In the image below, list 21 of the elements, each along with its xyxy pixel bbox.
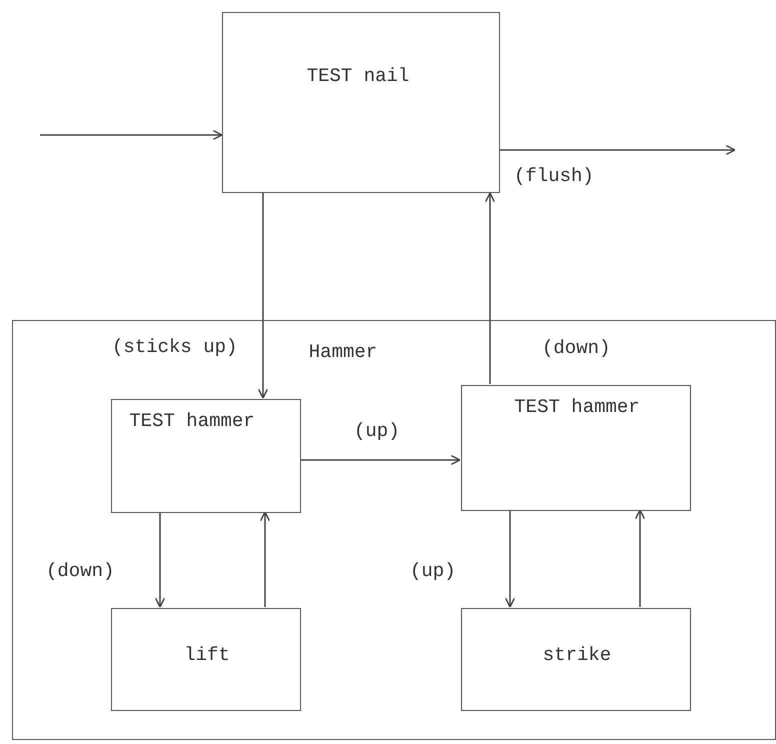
operate-box — [461, 608, 691, 711]
arrow — [40, 130, 223, 140]
arrow — [300, 454, 461, 466]
box-label: TEST hammer — [128, 410, 256, 434]
test-box — [461, 385, 691, 511]
arrow — [484, 192, 496, 384]
box-label: Hammer — [308, 341, 378, 365]
arrow — [634, 509, 646, 607]
arrow — [260, 511, 270, 607]
arrow — [258, 193, 268, 399]
hammer-box — [12, 320, 776, 740]
arrow — [500, 144, 736, 156]
box-label: TEST hammer — [513, 396, 641, 420]
box-label: strike — [542, 644, 612, 668]
box-label: TEST nail — [306, 65, 410, 89]
arrow — [154, 512, 166, 608]
test-box — [111, 399, 301, 513]
test-box — [222, 12, 500, 193]
box-label: lift — [183, 644, 231, 668]
operate-box — [111, 608, 301, 711]
arrow — [504, 510, 516, 608]
